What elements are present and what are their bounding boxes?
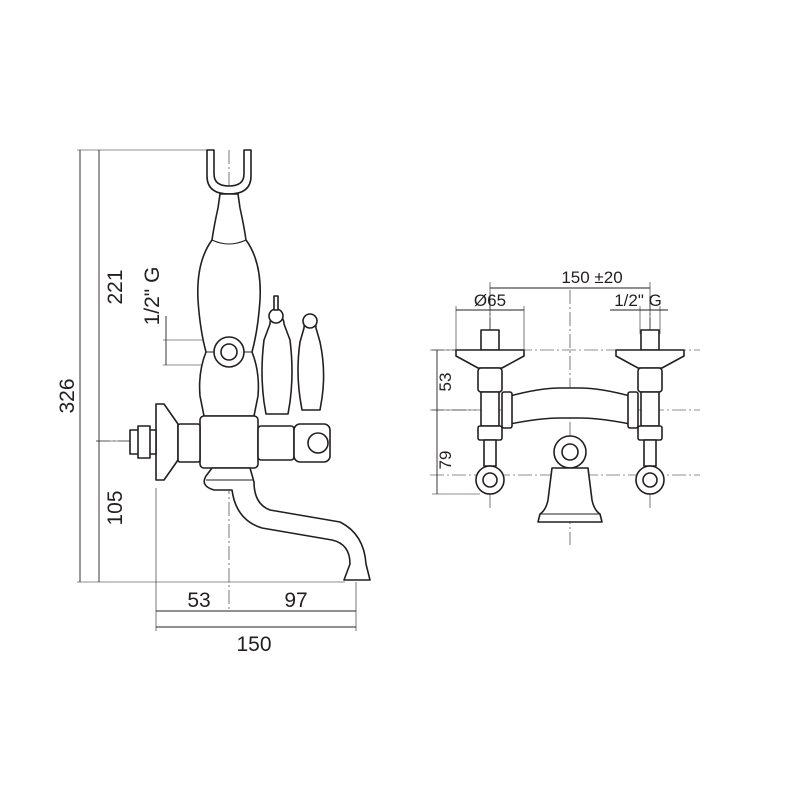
inlet-eccentric bbox=[137, 425, 151, 459]
handle-front bbox=[261, 315, 293, 415]
handle-rear-knob bbox=[302, 313, 318, 329]
thread-outlet-inner bbox=[220, 343, 238, 361]
valve-bonnet bbox=[257, 425, 295, 461]
left-stem bbox=[483, 439, 497, 467]
crossbar-left-joint bbox=[501, 391, 513, 429]
dim-label-97: 97 bbox=[284, 589, 307, 612]
right-nut bbox=[637, 367, 663, 393]
left-flange bbox=[455, 349, 525, 369]
left-nut bbox=[477, 367, 503, 393]
dim-label-front-53: 53 bbox=[436, 373, 455, 392]
column-collar bbox=[211, 239, 247, 245]
dim-label-diameter: Ø65 bbox=[474, 291, 506, 310]
front-view bbox=[430, 282, 700, 545]
wall-flange bbox=[155, 403, 179, 481]
right-flange bbox=[615, 349, 685, 369]
shower-column bbox=[196, 193, 262, 417]
handle-front-knob bbox=[268, 308, 284, 324]
right-collar bbox=[637, 425, 663, 441]
dim-label-53-side: 53 bbox=[187, 589, 210, 612]
valve-body bbox=[199, 415, 259, 469]
dim-label-side-thread: 1/2" G bbox=[141, 267, 164, 326]
right-outlet-inner bbox=[642, 472, 658, 488]
dim-label-221: 221 bbox=[104, 269, 127, 304]
dim-label-front-thread: 1/2" G bbox=[614, 291, 662, 310]
left-collar bbox=[477, 425, 503, 441]
shower-hook bbox=[206, 149, 252, 195]
center-outlet-inner bbox=[561, 443, 579, 461]
dim-label-150-side: 150 bbox=[236, 633, 271, 656]
handle-front-stem bbox=[273, 295, 279, 311]
left-leg bbox=[480, 391, 500, 427]
dim-label-front-centers: 150 ±20 bbox=[561, 268, 622, 287]
right-inlet-pipe bbox=[640, 329, 660, 351]
side-view bbox=[77, 149, 371, 631]
right-leg bbox=[640, 391, 660, 427]
valve-cap-face bbox=[307, 432, 329, 454]
dim-label-front-79: 79 bbox=[436, 451, 455, 470]
left-outlet-inner bbox=[482, 472, 498, 488]
inlet-nut bbox=[177, 423, 201, 463]
spout bbox=[203, 467, 371, 581]
handle-rear bbox=[297, 319, 325, 411]
left-inlet-pipe bbox=[480, 329, 500, 351]
dim-label-326: 326 bbox=[56, 378, 79, 413]
front-spout bbox=[537, 467, 603, 523]
crossbar-right-joint bbox=[627, 391, 639, 429]
crossbar bbox=[509, 387, 631, 425]
right-stem bbox=[643, 439, 657, 467]
dim-label-105: 105 bbox=[104, 490, 127, 525]
